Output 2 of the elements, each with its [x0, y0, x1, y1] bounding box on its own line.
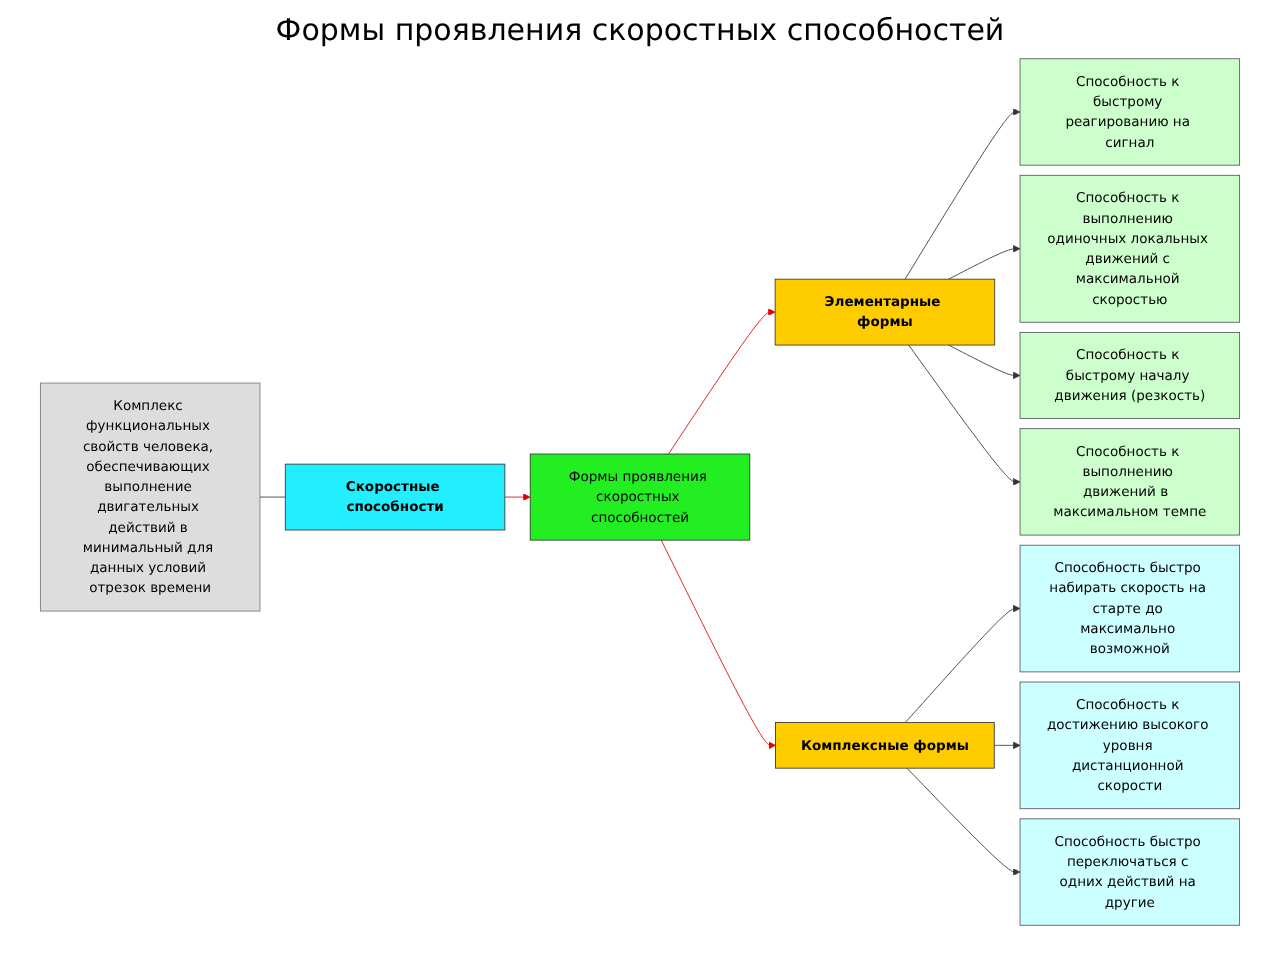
- connector: [259, 496, 286, 498]
- diagram-title: Формы проявления скоростных способностей: [273, 12, 1007, 48]
